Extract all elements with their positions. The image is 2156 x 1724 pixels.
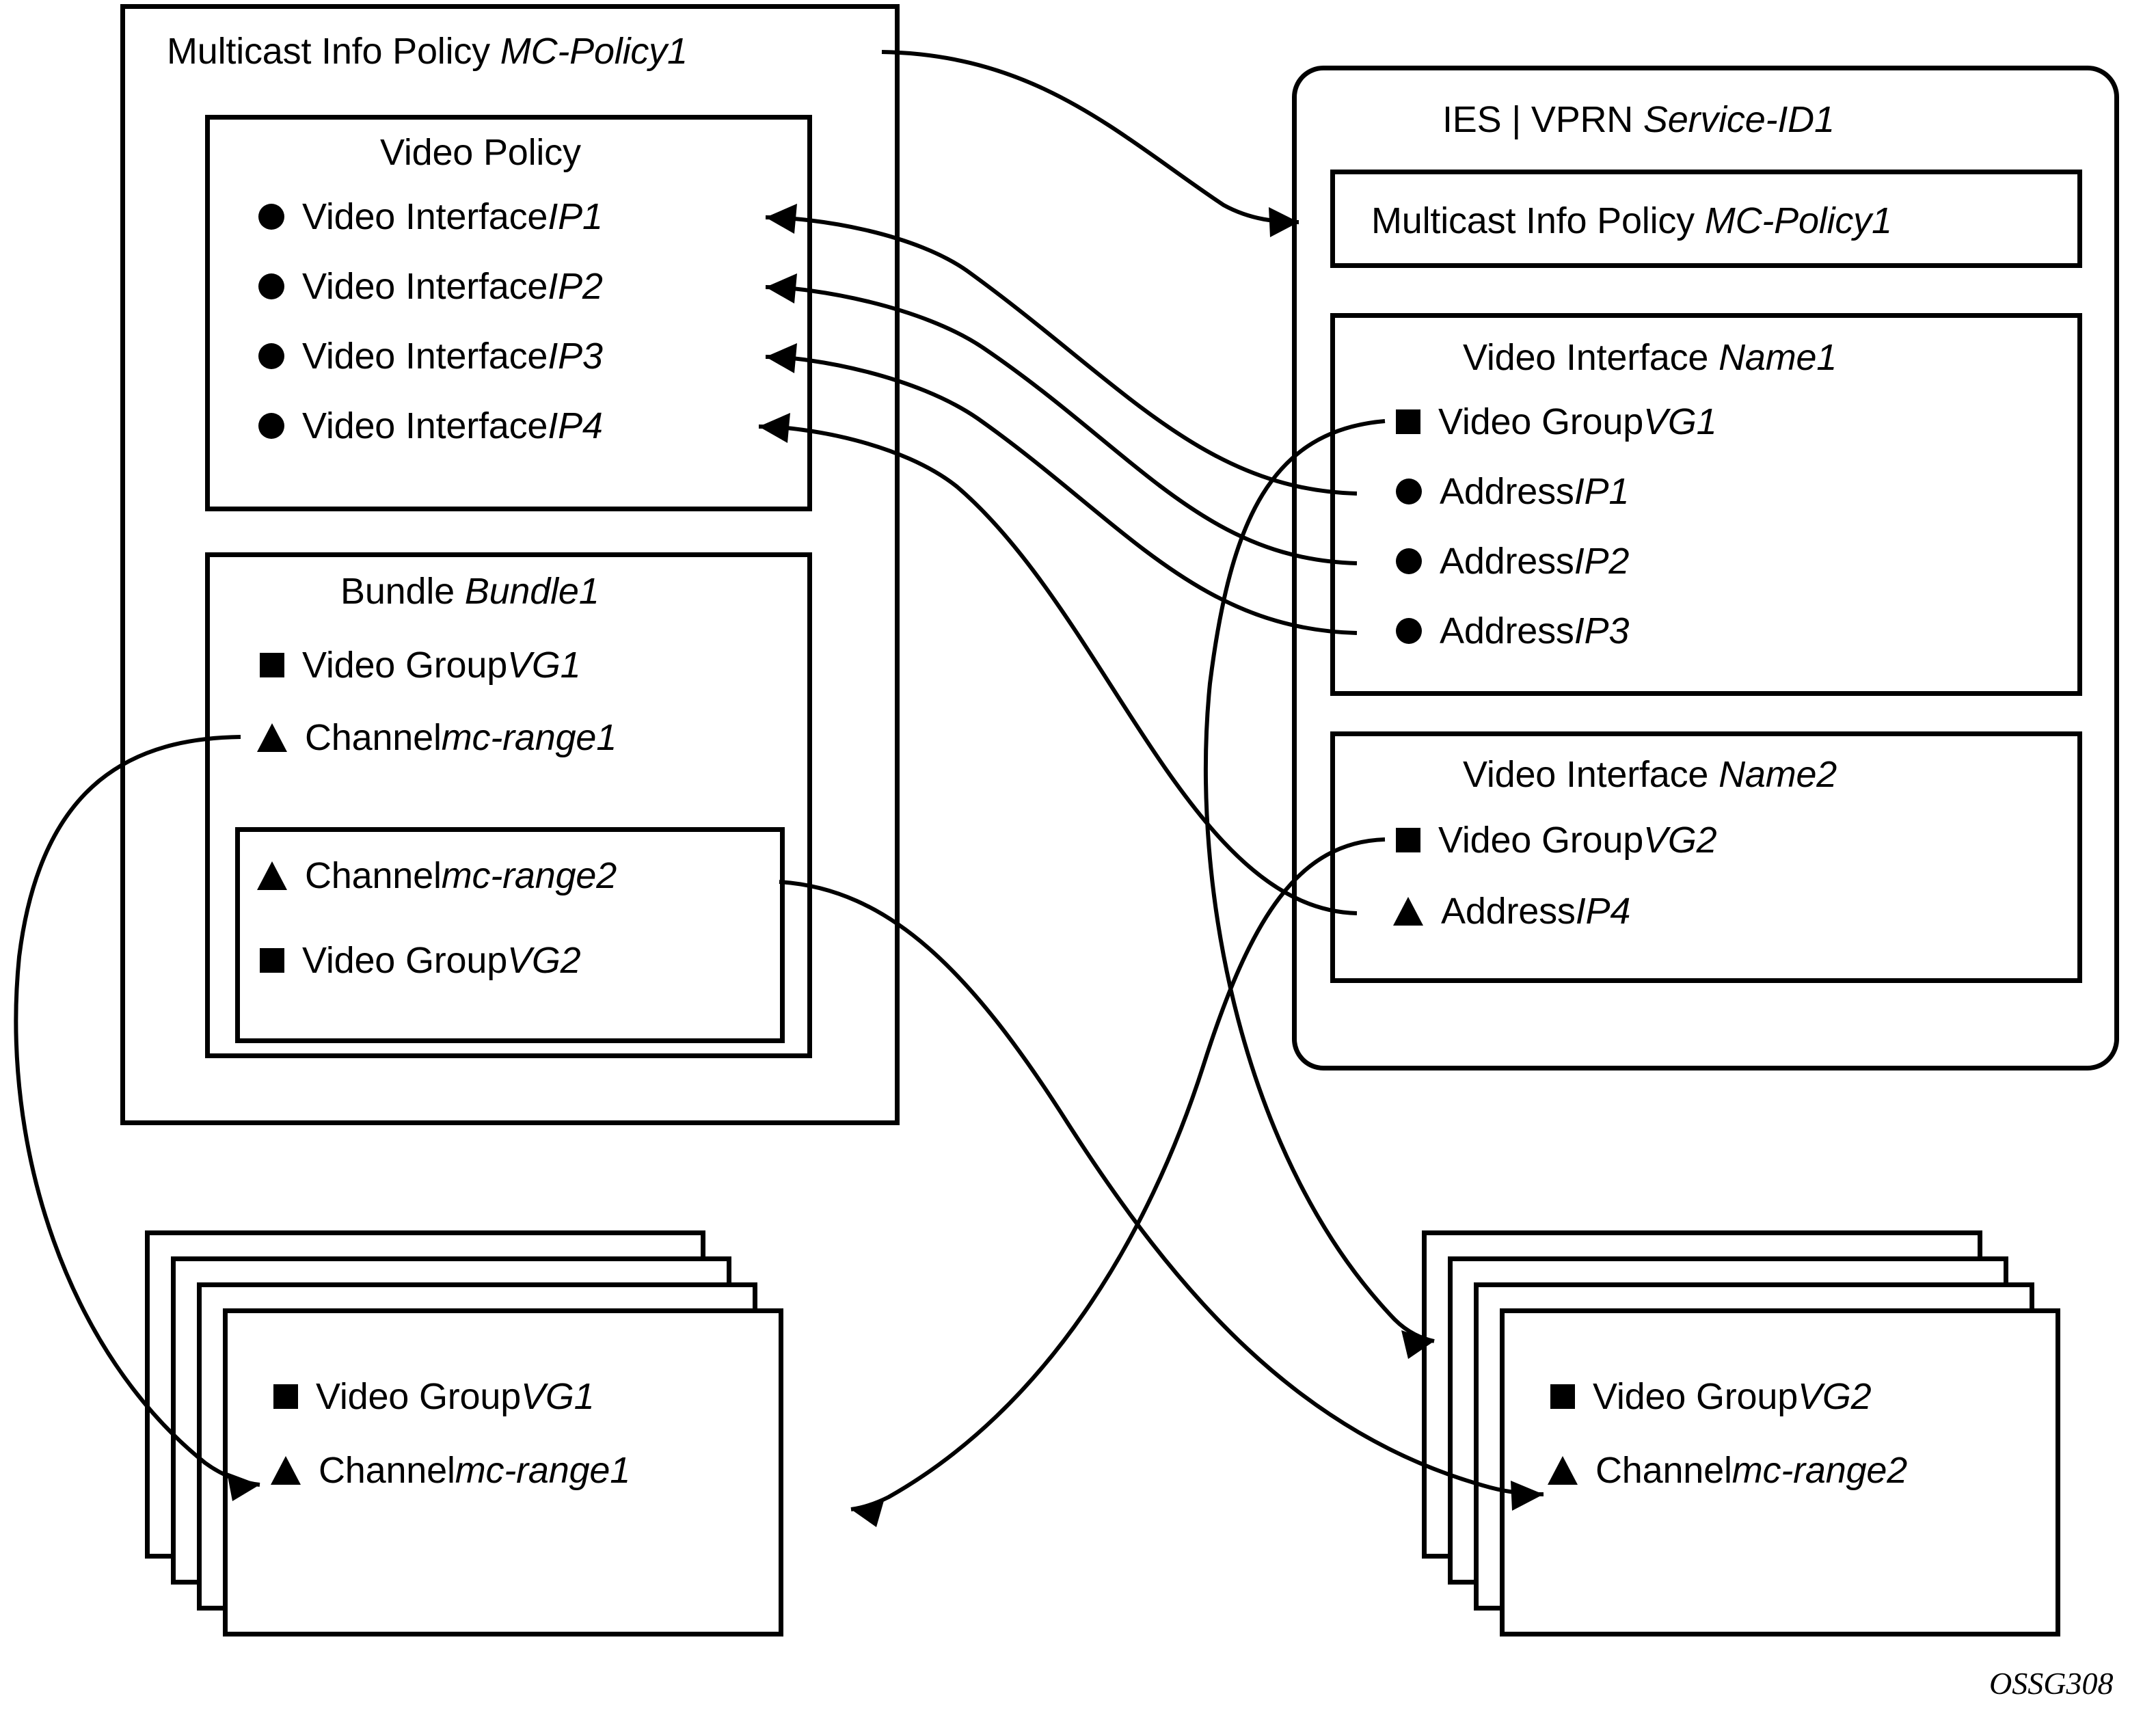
interface1-item-0-id: VG1	[1643, 401, 1717, 442]
circle-bullet-icon	[258, 343, 284, 369]
video-policy-item-2-label: Video Interface	[302, 336, 548, 377]
video-interface-name1-id: Name1	[1719, 337, 1837, 378]
stack-left-item-0-id: VG1	[521, 1376, 595, 1417]
stack-left-item-1: Channel mc-range1	[271, 1452, 630, 1489]
interface1-item-1-id: IP1	[1574, 471, 1630, 512]
interface1-item-1-label: Address	[1440, 471, 1574, 512]
stack-right-item-1: Channel mc-range2	[1548, 1452, 1907, 1489]
bundle-item-1-id: mc-range1	[441, 717, 617, 758]
ies-vprn-title-prefix: IES | VPRN	[1442, 99, 1643, 140]
circle-bullet-icon	[258, 204, 284, 230]
stack-right-item-0: Video Group VG2	[1550, 1376, 1872, 1417]
interface1-item-0: Video Group VG1	[1396, 401, 1717, 442]
video-interface-name2-title: Video Interface Name2	[1463, 756, 1837, 793]
video-interface-name2-id: Name2	[1719, 754, 1837, 795]
bundle-title: Bundle Bundle1	[340, 573, 599, 610]
bundle-inner-item-1: Video Group VG2	[260, 940, 581, 981]
stack-right-item-0-label: Video Group	[1593, 1376, 1798, 1417]
circle-bullet-icon	[1396, 479, 1422, 504]
bundle-inner-item-0-label: Channel	[305, 855, 442, 896]
stack-left-item-1-id: mc-range1	[455, 1450, 631, 1491]
bundle-item-1-label: Channel	[305, 717, 442, 758]
stack-right-item-0-id: VG2	[1798, 1376, 1872, 1417]
service-multicast-info-policy-box	[1330, 170, 2082, 268]
square-bullet-icon	[273, 1384, 298, 1409]
video-policy-item-1: Video Interface IP2	[258, 268, 603, 305]
square-bullet-icon	[1396, 828, 1420, 852]
ies-vprn-title: IES | VPRN Service-ID1	[1442, 101, 1835, 138]
bundle-inner-item-0-id: mc-range2	[441, 855, 617, 896]
stack-left-item-1-label: Channel	[319, 1450, 455, 1491]
service-mc-policy-prefix: Multicast Info Policy	[1371, 200, 1705, 241]
bundle-inner-box	[235, 827, 785, 1043]
interface1-item-2-id: IP2	[1574, 541, 1630, 582]
circle-bullet-icon	[1396, 618, 1422, 644]
interface1-item-2: Address IP2	[1396, 543, 1629, 580]
video-interface-name2-prefix: Video Interface	[1463, 754, 1719, 795]
video-policy-item-3: Video Interface IP4	[258, 407, 603, 444]
video-interface-name1-box	[1330, 313, 2082, 696]
triangle-bullet-icon	[257, 723, 287, 752]
bundle-inner-item-1-label: Video Group	[302, 940, 508, 981]
bundle-item-1: Channel mc-range1	[257, 719, 617, 756]
bundle-item-0-id: VG1	[507, 645, 581, 686]
video-policy-item-2-id: IP3	[548, 336, 603, 377]
triangle-bullet-icon	[271, 1456, 301, 1485]
bundle-title-prefix: Bundle	[340, 571, 465, 612]
service-multicast-info-policy-title: Multicast Info Policy MC-Policy1	[1371, 202, 1892, 239]
video-policy-item-1-id: IP2	[548, 266, 603, 307]
interface2-item-1-id: IP4	[1575, 891, 1631, 932]
interface1-item-1: Address IP1	[1396, 473, 1629, 510]
video-policy-item-1-label: Video Interface	[302, 266, 548, 307]
video-policy-box	[205, 115, 812, 511]
square-bullet-icon	[1396, 409, 1420, 434]
interface1-item-3: Address IP3	[1396, 612, 1629, 649]
interface1-item-3-label: Address	[1440, 610, 1574, 651]
bundle-item-0-label: Video Group	[302, 645, 508, 686]
service-mc-policy-id: MC-Policy1	[1704, 200, 1892, 241]
figure-code: OSSG308	[1989, 1666, 2114, 1701]
video-policy-item-0-id: IP1	[548, 196, 603, 237]
stack-right-item-1-id: mc-range2	[1731, 1450, 1908, 1491]
interface1-item-0-label: Video Group	[1438, 401, 1644, 442]
multicast-info-policy-title-prefix: Multicast Info Policy	[167, 31, 500, 72]
circle-bullet-icon	[1396, 548, 1422, 574]
square-bullet-icon	[260, 948, 284, 973]
video-interface-name1-title: Video Interface Name1	[1463, 339, 1837, 376]
interface1-item-3-id: IP3	[1574, 610, 1630, 651]
video-policy-title: Video Policy	[380, 132, 581, 173]
triangle-bullet-icon	[1393, 897, 1423, 926]
square-bullet-icon	[260, 653, 284, 677]
bundle-item-0: Video Group VG1	[260, 645, 581, 686]
stack-left-item-0: Video Group VG1	[273, 1376, 595, 1417]
bundle-inner-item-0: Channel mc-range2	[257, 857, 617, 894]
stack-right-item-1-label: Channel	[1595, 1450, 1732, 1491]
video-policy-item-0: Video Interface IP1	[258, 198, 603, 235]
triangle-bullet-icon	[257, 861, 287, 890]
video-policy-item-3-id: IP4	[548, 405, 603, 446]
multicast-info-policy-title-id: MC-Policy1	[500, 31, 688, 72]
video-policy-item-0-label: Video Interface	[302, 196, 548, 237]
interface2-item-1: Address IP4	[1393, 893, 1630, 930]
circle-bullet-icon	[258, 413, 284, 439]
multicast-info-policy-title: Multicast Info Policy MC-Policy1	[167, 33, 688, 70]
wire-policy-to-service	[881, 50, 1299, 237]
circle-bullet-icon	[258, 273, 284, 299]
interface2-item-0-id: VG2	[1643, 820, 1717, 861]
triangle-bullet-icon	[1548, 1456, 1578, 1485]
interface2-item-0-label: Video Group	[1438, 820, 1644, 861]
ies-vprn-title-id: Service-ID1	[1643, 99, 1835, 140]
video-policy-item-3-label: Video Interface	[302, 405, 548, 446]
video-interface-name1-prefix: Video Interface	[1463, 337, 1719, 378]
bundle-title-id: Bundle1	[464, 571, 599, 612]
interface2-item-0: Video Group VG2	[1396, 820, 1717, 861]
square-bullet-icon	[1550, 1384, 1575, 1409]
bundle-inner-item-1-id: VG2	[507, 940, 581, 981]
interface1-item-2-label: Address	[1440, 541, 1574, 582]
video-policy-item-2: Video Interface IP3	[258, 338, 603, 375]
stack-left-item-0-label: Video Group	[316, 1376, 522, 1417]
interface2-item-1-label: Address	[1441, 891, 1576, 932]
